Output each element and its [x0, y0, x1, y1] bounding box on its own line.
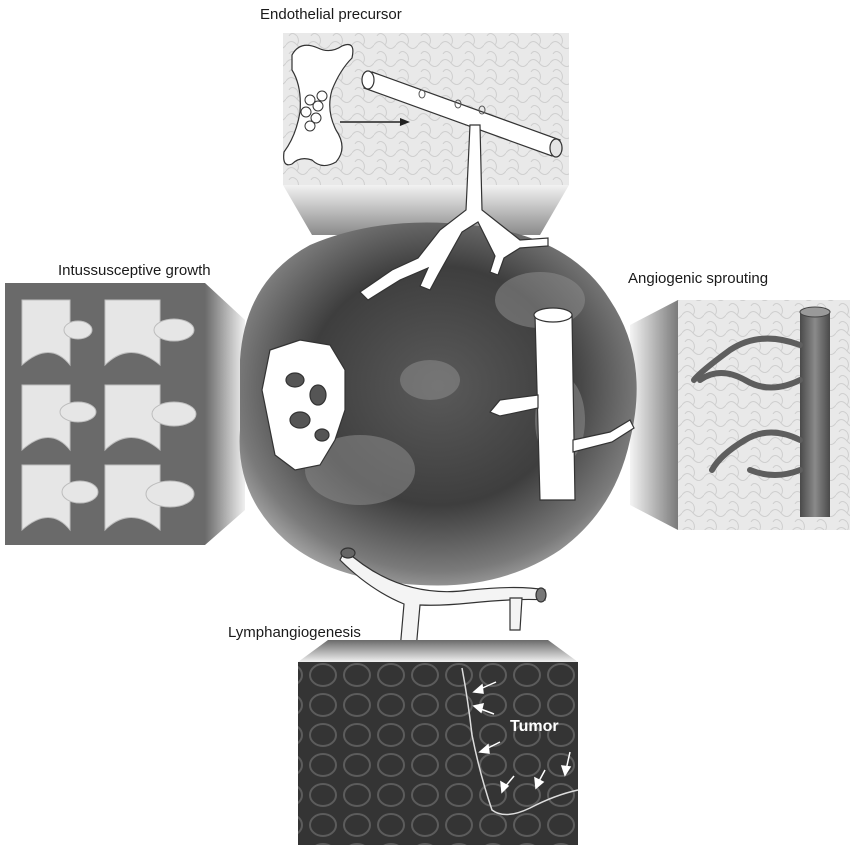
lymphangiogenesis-panel	[298, 640, 578, 845]
angiogenic-sprouting-label: Angiogenic sprouting	[628, 270, 768, 287]
angiogenic-panel	[630, 300, 850, 530]
tumor-label: Tumor	[510, 718, 559, 736]
bottom-connector	[298, 640, 578, 662]
endothelial-precursor-panel	[283, 33, 569, 235]
right-connector	[630, 300, 678, 530]
endothelial-precursor-label: Endothelial precursor	[260, 6, 402, 23]
lymphangiogenesis-label: Lymphangiogenesis	[228, 624, 361, 641]
left-connector	[205, 283, 245, 545]
parent-vessel	[800, 312, 830, 517]
intussusceptive-growth-label: Intussusceptive growth	[58, 262, 211, 279]
lymph-panel-bg	[298, 662, 578, 845]
intussusceptive-panel	[5, 283, 245, 545]
intussusception-stages	[22, 300, 196, 530]
